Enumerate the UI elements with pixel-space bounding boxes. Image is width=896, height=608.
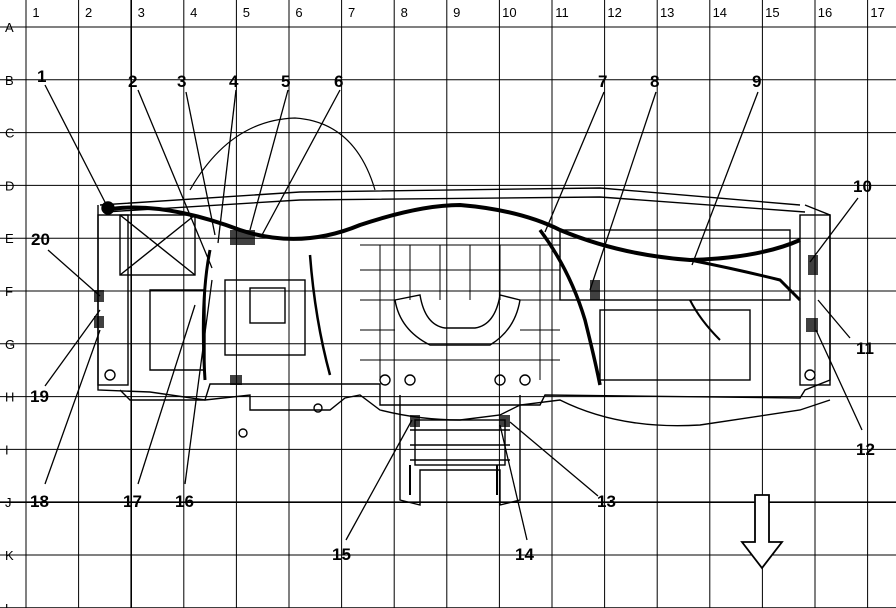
callout-1: 1	[37, 67, 46, 86]
callout-9: 9	[752, 72, 761, 91]
grid-column-label: 11	[555, 5, 569, 20]
callout-15: 15	[332, 545, 351, 564]
grid-row-label: A	[5, 20, 14, 35]
grid-column-label: 4	[190, 5, 197, 20]
callout-leader-lines	[44, 84, 863, 541]
grid-column-label: 15	[765, 5, 779, 20]
grid-row-label: J	[5, 495, 12, 510]
grid-column-label: 16	[818, 5, 832, 20]
grid-labels: 1234567891011121314151617ABCDEFGHIJKL	[5, 5, 885, 608]
callout-10: 10	[853, 177, 872, 196]
callout-6: 6	[334, 72, 343, 91]
callout-2: 2	[128, 72, 137, 91]
callout-18: 18	[30, 492, 49, 511]
grid-row-label: C	[5, 126, 14, 141]
grid-row-label: G	[5, 337, 15, 352]
grid-column-label: 6	[295, 5, 302, 20]
instrument-panel-illustration	[94, 117, 831, 506]
callout-5: 5	[281, 72, 290, 91]
callout-12: 12	[856, 440, 875, 459]
callout-4: 4	[229, 72, 239, 91]
grid-column-label: 10	[502, 5, 516, 20]
callout-labels: 1 2 3 4 5 6 7 8 9 10 11 12 13 14 15 16 1…	[30, 67, 875, 564]
grid-column-label: 17	[870, 5, 884, 20]
callout-7: 7	[598, 72, 607, 91]
callout-13: 13	[597, 492, 616, 511]
grid-row-label: K	[5, 548, 14, 563]
grid-column-label: 5	[243, 5, 250, 20]
grid-row-label: E	[5, 231, 14, 246]
callout-20: 20	[31, 230, 50, 249]
grid-row-label: L	[5, 601, 12, 608]
grid-column-label: 3	[138, 5, 145, 20]
grid-column-label: 13	[660, 5, 674, 20]
grid-row-label: I	[5, 442, 9, 457]
callout-16: 16	[175, 492, 194, 511]
callout-14: 14	[515, 545, 534, 564]
callout-19: 19	[30, 387, 49, 406]
grid-row-label: B	[5, 73, 14, 88]
grid-column-label: 14	[713, 5, 727, 20]
callout-17: 17	[123, 492, 142, 511]
grid-row-label: H	[5, 390, 14, 405]
grid-column-label: 2	[85, 5, 92, 20]
grid-column-label: 9	[453, 5, 460, 20]
grid-row-label: D	[5, 178, 14, 193]
callout-11: 11	[856, 339, 874, 358]
callout-3: 3	[177, 72, 186, 91]
callout-8: 8	[650, 72, 659, 91]
grid-row-label: F	[5, 284, 13, 299]
grid-column-label: 12	[607, 5, 621, 20]
down-arrow-icon	[740, 494, 784, 570]
grid-column-label: 7	[348, 5, 355, 20]
grid-column-label: 1	[32, 5, 39, 20]
grid-column-label: 8	[401, 5, 408, 20]
